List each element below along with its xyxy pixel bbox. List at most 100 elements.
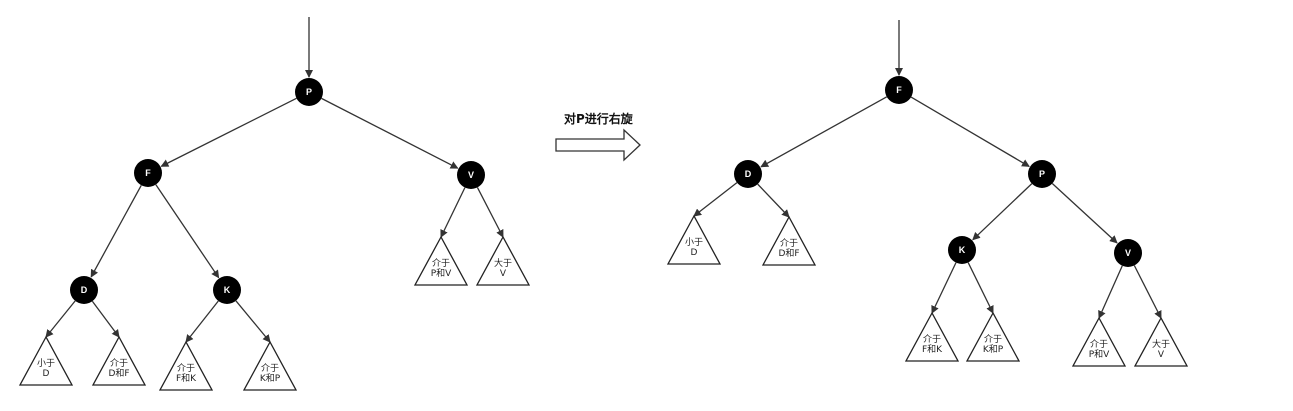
- after-edge-D-lt-D: [693, 182, 738, 217]
- after-node-K: K: [948, 236, 976, 264]
- subtree-triangle: [158, 340, 214, 391]
- node-label: K: [959, 245, 966, 255]
- subtree-label: D和F: [778, 248, 799, 259]
- node-circle: [885, 76, 913, 104]
- subtree-triangle: [666, 214, 722, 265]
- before-edge-D-btw-DF: [91, 300, 120, 338]
- transform-arrow-icon: [555, 128, 641, 162]
- after-edge-V-gt-V: [1133, 265, 1162, 319]
- before-edge-V-gt-V: [476, 187, 504, 238]
- node-circle: [948, 236, 976, 264]
- subtree-label: P和V: [431, 268, 452, 279]
- subtree-label: 介于: [923, 334, 941, 345]
- node-label: F: [896, 85, 902, 95]
- subtree-label: 小于: [685, 237, 703, 248]
- before-subtree-gt-V: 大于V: [475, 235, 531, 286]
- before-node-V: V: [457, 161, 485, 189]
- after-subtree-gt-V: 大于V: [1133, 316, 1189, 367]
- subtree-triangle: [1133, 316, 1189, 367]
- subtree-label: F和K: [922, 344, 943, 355]
- subtree-triangle: [413, 235, 469, 286]
- after-node-F: F: [885, 76, 913, 104]
- subtree-triangle: [1071, 316, 1127, 367]
- after-node-P: P: [1028, 160, 1056, 188]
- before-edge-K-btw-FK: [185, 300, 219, 343]
- node-label: P: [306, 87, 312, 97]
- subtree-triangle: [904, 311, 960, 362]
- after-subtree-lt-D: 小于D: [666, 214, 722, 265]
- subtree-label: D: [691, 248, 698, 258]
- after-edge-D-btw-DF: [757, 183, 790, 218]
- subtree-label: D: [43, 369, 50, 379]
- node-circle: [1028, 160, 1056, 188]
- subtree-triangle: [475, 235, 531, 286]
- rotation-operation-label: 对P进行右旋: [564, 111, 634, 126]
- after-edge-K-btw-FK: [931, 262, 957, 314]
- node-label: D: [81, 285, 88, 295]
- after-edge-K-btw-KP: [967, 262, 994, 314]
- subtree-label: 小于: [37, 358, 55, 369]
- before-node-K: K: [213, 276, 241, 304]
- node-label: D: [745, 169, 752, 179]
- node-label: V: [468, 170, 474, 180]
- before-edge-K-btw-KP: [235, 300, 271, 343]
- subtree-label: 介于: [1090, 339, 1108, 350]
- subtree-triangle: [18, 335, 74, 386]
- subtree-label: D和F: [108, 368, 129, 379]
- node-circle: [1114, 239, 1142, 267]
- subtree-triangle: [91, 335, 147, 386]
- after-node-D: D: [734, 160, 762, 188]
- after-node-V: V: [1114, 239, 1142, 267]
- node-label: K: [224, 285, 231, 295]
- before-node-D: D: [70, 276, 98, 304]
- before-edge-F-D: [90, 184, 142, 278]
- before-edge-F-K: [155, 184, 220, 279]
- subtree-label: V: [500, 269, 507, 279]
- before-node-P: P: [295, 78, 323, 106]
- subtree-label: 大于: [494, 257, 512, 269]
- node-label: V: [1125, 248, 1131, 258]
- subtree-label: F和K: [176, 373, 197, 384]
- subtree-triangle: [965, 311, 1021, 362]
- after-edge-V-btw-PV: [1098, 265, 1123, 319]
- subtree-label: K和P: [983, 344, 1004, 355]
- subtree-label: P和V: [1089, 349, 1110, 360]
- node-circle: [70, 276, 98, 304]
- before-edge-D-lt-D: [45, 300, 76, 338]
- before-node-F: F: [134, 159, 162, 187]
- node-circle: [295, 78, 323, 106]
- subtree-label: 介于: [177, 363, 195, 374]
- before-edge-V-btw-PV: [440, 187, 466, 238]
- subtree-label: 介于: [780, 238, 798, 249]
- after-edge-P-K: [972, 183, 1033, 241]
- before-edge-P-F: [160, 97, 297, 167]
- node-label: F: [145, 168, 151, 178]
- subtree-label: V: [1158, 350, 1165, 360]
- subtree-label: K和P: [260, 373, 281, 384]
- after-edge-F-D: [760, 96, 888, 168]
- subtree-triangle: [242, 340, 298, 391]
- after-edge-F-P: [910, 96, 1030, 167]
- node-circle: [213, 276, 241, 304]
- subtree-label: 大于: [1152, 338, 1170, 350]
- before-edge-P-V: [321, 97, 459, 169]
- before-subtree-lt-D: 小于D: [18, 335, 74, 386]
- subtree-label: 介于: [261, 363, 279, 374]
- subtree-label: 介于: [110, 358, 128, 369]
- node-circle: [457, 161, 485, 189]
- subtree-triangle: [761, 215, 817, 266]
- node-circle: [134, 159, 162, 187]
- subtree-label: 介于: [432, 258, 450, 269]
- node-label: P: [1039, 169, 1045, 179]
- after-edge-P-V: [1051, 182, 1118, 244]
- subtree-label: 介于: [984, 334, 1002, 345]
